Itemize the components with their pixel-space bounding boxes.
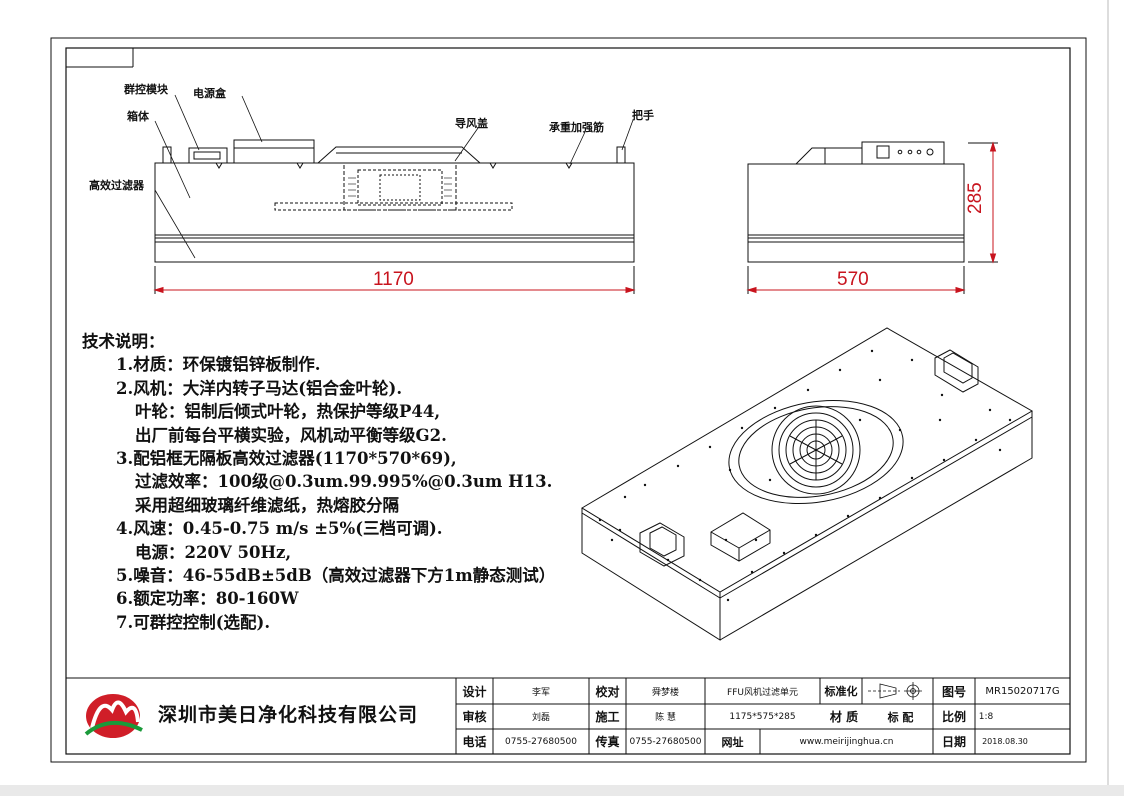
note-line: 过滤效率：100级@0.3um.99.995%@0.3um H13. — [135, 472, 553, 492]
dim-line-height — [989, 141, 997, 264]
check-label: 校对 — [595, 684, 620, 699]
label-air-guide: 导风盖 — [455, 117, 488, 130]
note-line: 出厂前每台平横实验，风机动平衡等级G2. — [135, 425, 447, 445]
date-value: 2018.08.30 — [982, 737, 1028, 746]
phone-value: 0755-27680500 — [505, 736, 577, 747]
note-line: 7.可群控控制(选配). — [116, 612, 271, 632]
side-view — [747, 141, 998, 294]
title-block-grid — [66, 677, 1070, 754]
check-value: 舜梦楼 — [651, 687, 679, 698]
technical-notes: 技术说明： 1.材质：环保镀铝锌板制作. 2.风机：大洋内转子马达(铝合金叶轮)… — [82, 330, 555, 634]
drawing-no-value: MR15020717G — [985, 685, 1060, 697]
standardization-label: 标准化 — [824, 685, 858, 698]
inner-frame — [65, 47, 1071, 755]
website-label: 网址 — [721, 735, 744, 749]
dimension-width: 570 — [837, 269, 869, 290]
dim-line-width — [746, 286, 966, 294]
dimension-height: 285 — [965, 182, 986, 214]
front-hatching — [348, 177, 452, 197]
isometric-view — [581, 327, 1034, 641]
label-handle: 把手 — [632, 109, 654, 122]
note-line: 5.噪音：46-55dB±5dB（高效过滤器下方1m静态测试） — [116, 566, 556, 586]
notes-heading: 技术说明： — [82, 332, 165, 351]
scale-value: 1:8 — [978, 711, 994, 722]
website-value: www.meirijinghua.cn — [799, 736, 894, 747]
iso-rivets — [598, 349, 1012, 602]
design-label: 设计 — [462, 684, 487, 699]
front-view — [154, 139, 635, 294]
note-line: 3.配铝框无隔板高效过滤器(1170*570*69), — [116, 449, 457, 469]
company-logo — [84, 694, 143, 738]
date-label: 日期 — [941, 735, 966, 749]
note-line: 叶轮：铝制后倾式叶轮，热保护等级P44, — [135, 402, 441, 422]
viewer-bottom-bar — [0, 785, 1124, 796]
label-cabinet: 箱体 — [127, 110, 149, 123]
construction-value: 陈 慧 — [655, 713, 676, 723]
leader-lines — [154, 94, 634, 259]
label-hepa-filter: 高效过滤器 — [89, 179, 144, 192]
material-label: 材 质 — [829, 710, 859, 724]
outer-frame — [50, 37, 1087, 763]
label-power-box: 电源盒 — [193, 87, 226, 100]
fax-value: 0755-27680500 — [629, 736, 702, 747]
note-line: 4.风速：0.45-0.75 m/s ±5%(三档可调). — [116, 519, 443, 539]
review-label: 审核 — [462, 710, 487, 724]
phone-label: 电话 — [462, 735, 487, 749]
fax-label: 传真 — [595, 735, 620, 749]
dim-line-length — [153, 286, 636, 294]
note-line: 6.额定功率：80-160W — [116, 589, 299, 609]
drawing-no-label: 图号 — [941, 684, 966, 699]
note-line: 2.风机：大洋内转子马达(铝合金叶轮). — [116, 378, 403, 398]
standardization-symbol — [868, 682, 922, 700]
scale-label: 比例 — [941, 710, 966, 724]
note-line: 电源：220V 50Hz, — [135, 542, 292, 562]
review-value: 刘磊 — [531, 713, 550, 723]
design-value: 李军 — [531, 687, 550, 698]
label-group-module: 群控模块 — [124, 83, 168, 96]
material-value: 标 配 — [887, 710, 914, 724]
label-reinforcement: 承重加强筋 — [549, 121, 604, 134]
size-value: 1175*575*285 — [729, 711, 796, 722]
company-name: 深圳市美日净化科技有限公司 — [158, 704, 419, 726]
note-line: 1.材质：环保镀铝锌板制作. — [116, 355, 321, 375]
note-line: 采用超细玻璃纤维滤纸，热熔胶分隔 — [135, 495, 399, 515]
construction-label: 施工 — [595, 710, 620, 724]
product-name: FFU风机过滤单元 — [727, 687, 798, 698]
dimension-length: 1170 — [373, 269, 414, 290]
